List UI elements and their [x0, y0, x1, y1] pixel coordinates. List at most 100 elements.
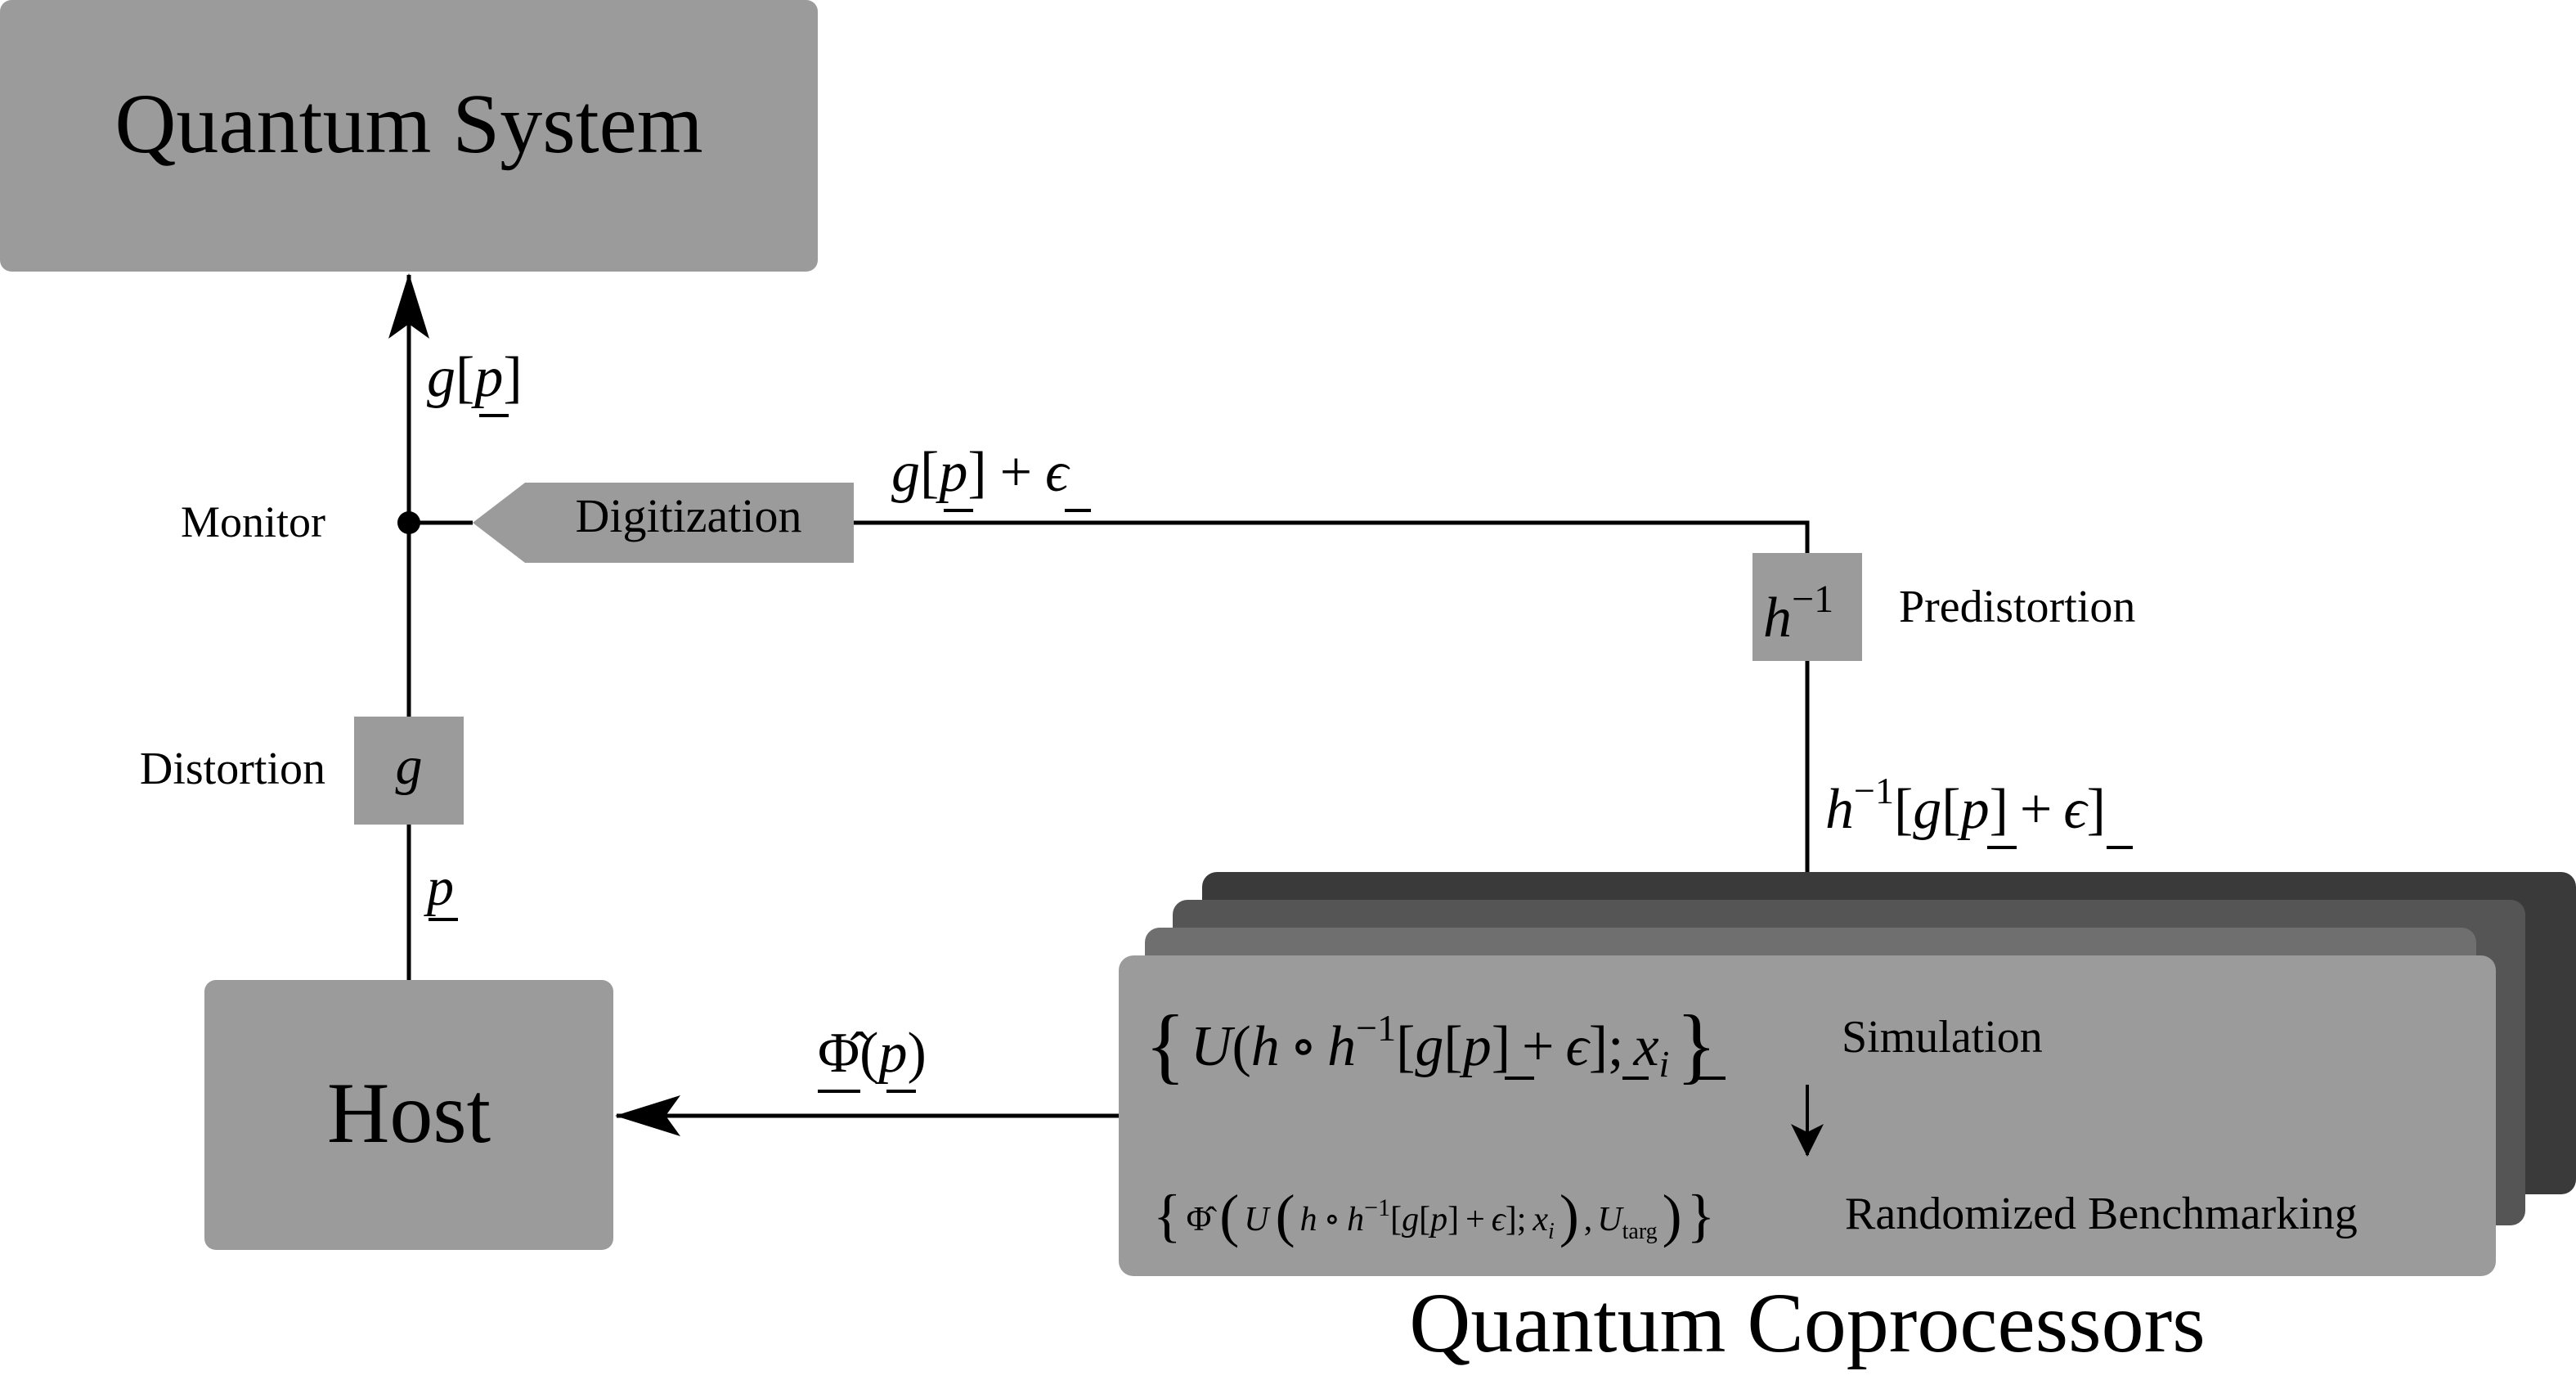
inverse-superscript: −1 [1792, 578, 1833, 621]
bracket-close: ] [1492, 1015, 1510, 1078]
g-symbol: g [1913, 778, 1941, 841]
inverse-superscript: −1 [1854, 770, 1894, 811]
paren-close: ) [907, 1022, 926, 1085]
right-brace: } [1687, 1183, 1716, 1248]
h-symbol: h [1251, 1015, 1280, 1078]
digitization-node: Digitization [473, 483, 854, 563]
epsilon-symbol: ϵ [1566, 1015, 1591, 1078]
h-symbol: h [1763, 587, 1792, 650]
i-subscript: i [1659, 1043, 1670, 1085]
h-symbol: h [1300, 1201, 1317, 1238]
bracket-open: [ [1443, 1015, 1462, 1078]
compose-symbol: ∘ [1290, 1015, 1317, 1078]
predistortion-node: h−1 [1752, 553, 1862, 661]
epsilon-symbol: ϵ [1045, 441, 1070, 504]
bracket-open: [ [1894, 778, 1913, 841]
signal-label-g-of-p: g[p] [427, 346, 523, 409]
quantum-coprocessors-title: Quantum Coprocessors [1409, 1276, 2205, 1370]
h-symbol: h [1327, 1015, 1356, 1078]
paren-open: ( [1219, 1183, 1239, 1248]
digitization-label: Digitization [575, 489, 801, 542]
benchmarking-label: Randomized Benchmarking [1845, 1189, 2358, 1239]
bracket-close: ] [1447, 1201, 1459, 1238]
quantum-system-box [0, 0, 818, 272]
plus-symbol: + [2020, 778, 2052, 841]
p-symbol: p [874, 1022, 907, 1085]
host-box [204, 980, 613, 1250]
g-symbol: g [427, 346, 456, 409]
left-brace: { [1153, 1183, 1182, 1248]
bracket-close: ] [503, 346, 522, 409]
g-symbol: g [1402, 1201, 1419, 1238]
g-symbol: g [1415, 1015, 1443, 1078]
simulation-formula: {U(h∘h−1[g[p]+ϵ];xi} [1145, 998, 1717, 1092]
compose-symbol: ∘ [1324, 1201, 1341, 1238]
bracket-open: [ [920, 441, 939, 504]
quantum-system-node: Quantum System [0, 0, 818, 272]
predistortion-label: Predistortion [1899, 582, 2135, 632]
paren-open: ( [1232, 1015, 1250, 1078]
plus-symbol: + [1522, 1015, 1554, 1078]
h-symbol: h [1825, 778, 1854, 841]
p-symbol: p [470, 346, 503, 409]
p-symbol: p [935, 441, 967, 504]
bracket-close: ] [1506, 1201, 1517, 1238]
distortion-box [354, 717, 464, 825]
benchmarking-formula: {Φ̂(U(h∘h−1[g[p]+ϵ];xi),Utarg)} [1153, 1183, 1715, 1248]
bracket-close: ] [1990, 778, 2008, 841]
semicolon: ; [1608, 1015, 1623, 1078]
semicolon: ; [1517, 1201, 1527, 1238]
bracket-open: [ [1390, 1201, 1402, 1238]
bracket-close: ] [1589, 1015, 1608, 1078]
epsilon-symbol: ϵ [2063, 778, 2089, 841]
bracket-close: ] [2087, 778, 2106, 841]
simulation-label: Simulation [1842, 1012, 2043, 1063]
monitor-label: Monitor [181, 497, 325, 546]
left-brace: { [1145, 998, 1186, 1092]
epsilon-symbol: ϵ [1492, 1201, 1507, 1238]
plus-symbol: + [1465, 1201, 1485, 1238]
x-symbol: x [1532, 1201, 1548, 1238]
g-symbol: g [891, 441, 920, 504]
quantum-system-title: Quantum System [114, 77, 702, 171]
signal-label-p: p [424, 857, 454, 917]
predistortion-box [1752, 553, 1862, 661]
U-symbol: U [1244, 1201, 1271, 1238]
bracket-open: [ [456, 346, 474, 409]
x-symbol: x [1632, 1015, 1658, 1078]
host-title: Host [327, 1065, 491, 1161]
p-symbol: p [1459, 1015, 1492, 1078]
signal-label-g-of-p-plus-eps: g[p]+ϵ [891, 441, 1070, 504]
signal-label-predistorted: h−1[g[p]+ϵ] [1825, 770, 2106, 841]
i-subscript: i [1548, 1219, 1555, 1244]
signal-label-phi-hat: Φ̂(p) [818, 1022, 927, 1085]
host-node: Host [204, 980, 613, 1250]
predistortion-operator: h−1 [1763, 578, 1833, 650]
bracket-open: [ [1396, 1015, 1415, 1078]
comma: , [1584, 1201, 1593, 1238]
h-symbol: h [1347, 1201, 1364, 1238]
inverse-superscript: −1 [1356, 1007, 1396, 1049]
U-symbol: U [1597, 1201, 1624, 1238]
distortion-node: g [354, 717, 464, 825]
distortion-label: Distortion [140, 744, 325, 794]
U-symbol: U [1191, 1015, 1236, 1078]
bracket-open: [ [1941, 778, 1960, 841]
paren-close: ) [1663, 1183, 1682, 1248]
right-brace: } [1676, 998, 1717, 1092]
bracket-open: [ [1419, 1201, 1430, 1238]
targ-subscript: targ [1622, 1219, 1658, 1244]
inverse-superscript: −1 [1364, 1194, 1390, 1221]
digitization-shape [473, 483, 854, 563]
bracket-close: ] [967, 441, 986, 504]
paren-open: ( [1276, 1183, 1295, 1248]
coprocessor-stack [1119, 872, 2576, 1276]
distortion-operator: g [396, 736, 423, 796]
p-symbol: p [1428, 1201, 1447, 1238]
p-symbol: p [1957, 778, 1990, 841]
paren-open: ( [859, 1022, 878, 1085]
plus-symbol: + [1000, 441, 1032, 504]
p-symbol: p [424, 857, 454, 917]
paren-close: ) [1560, 1183, 1579, 1248]
